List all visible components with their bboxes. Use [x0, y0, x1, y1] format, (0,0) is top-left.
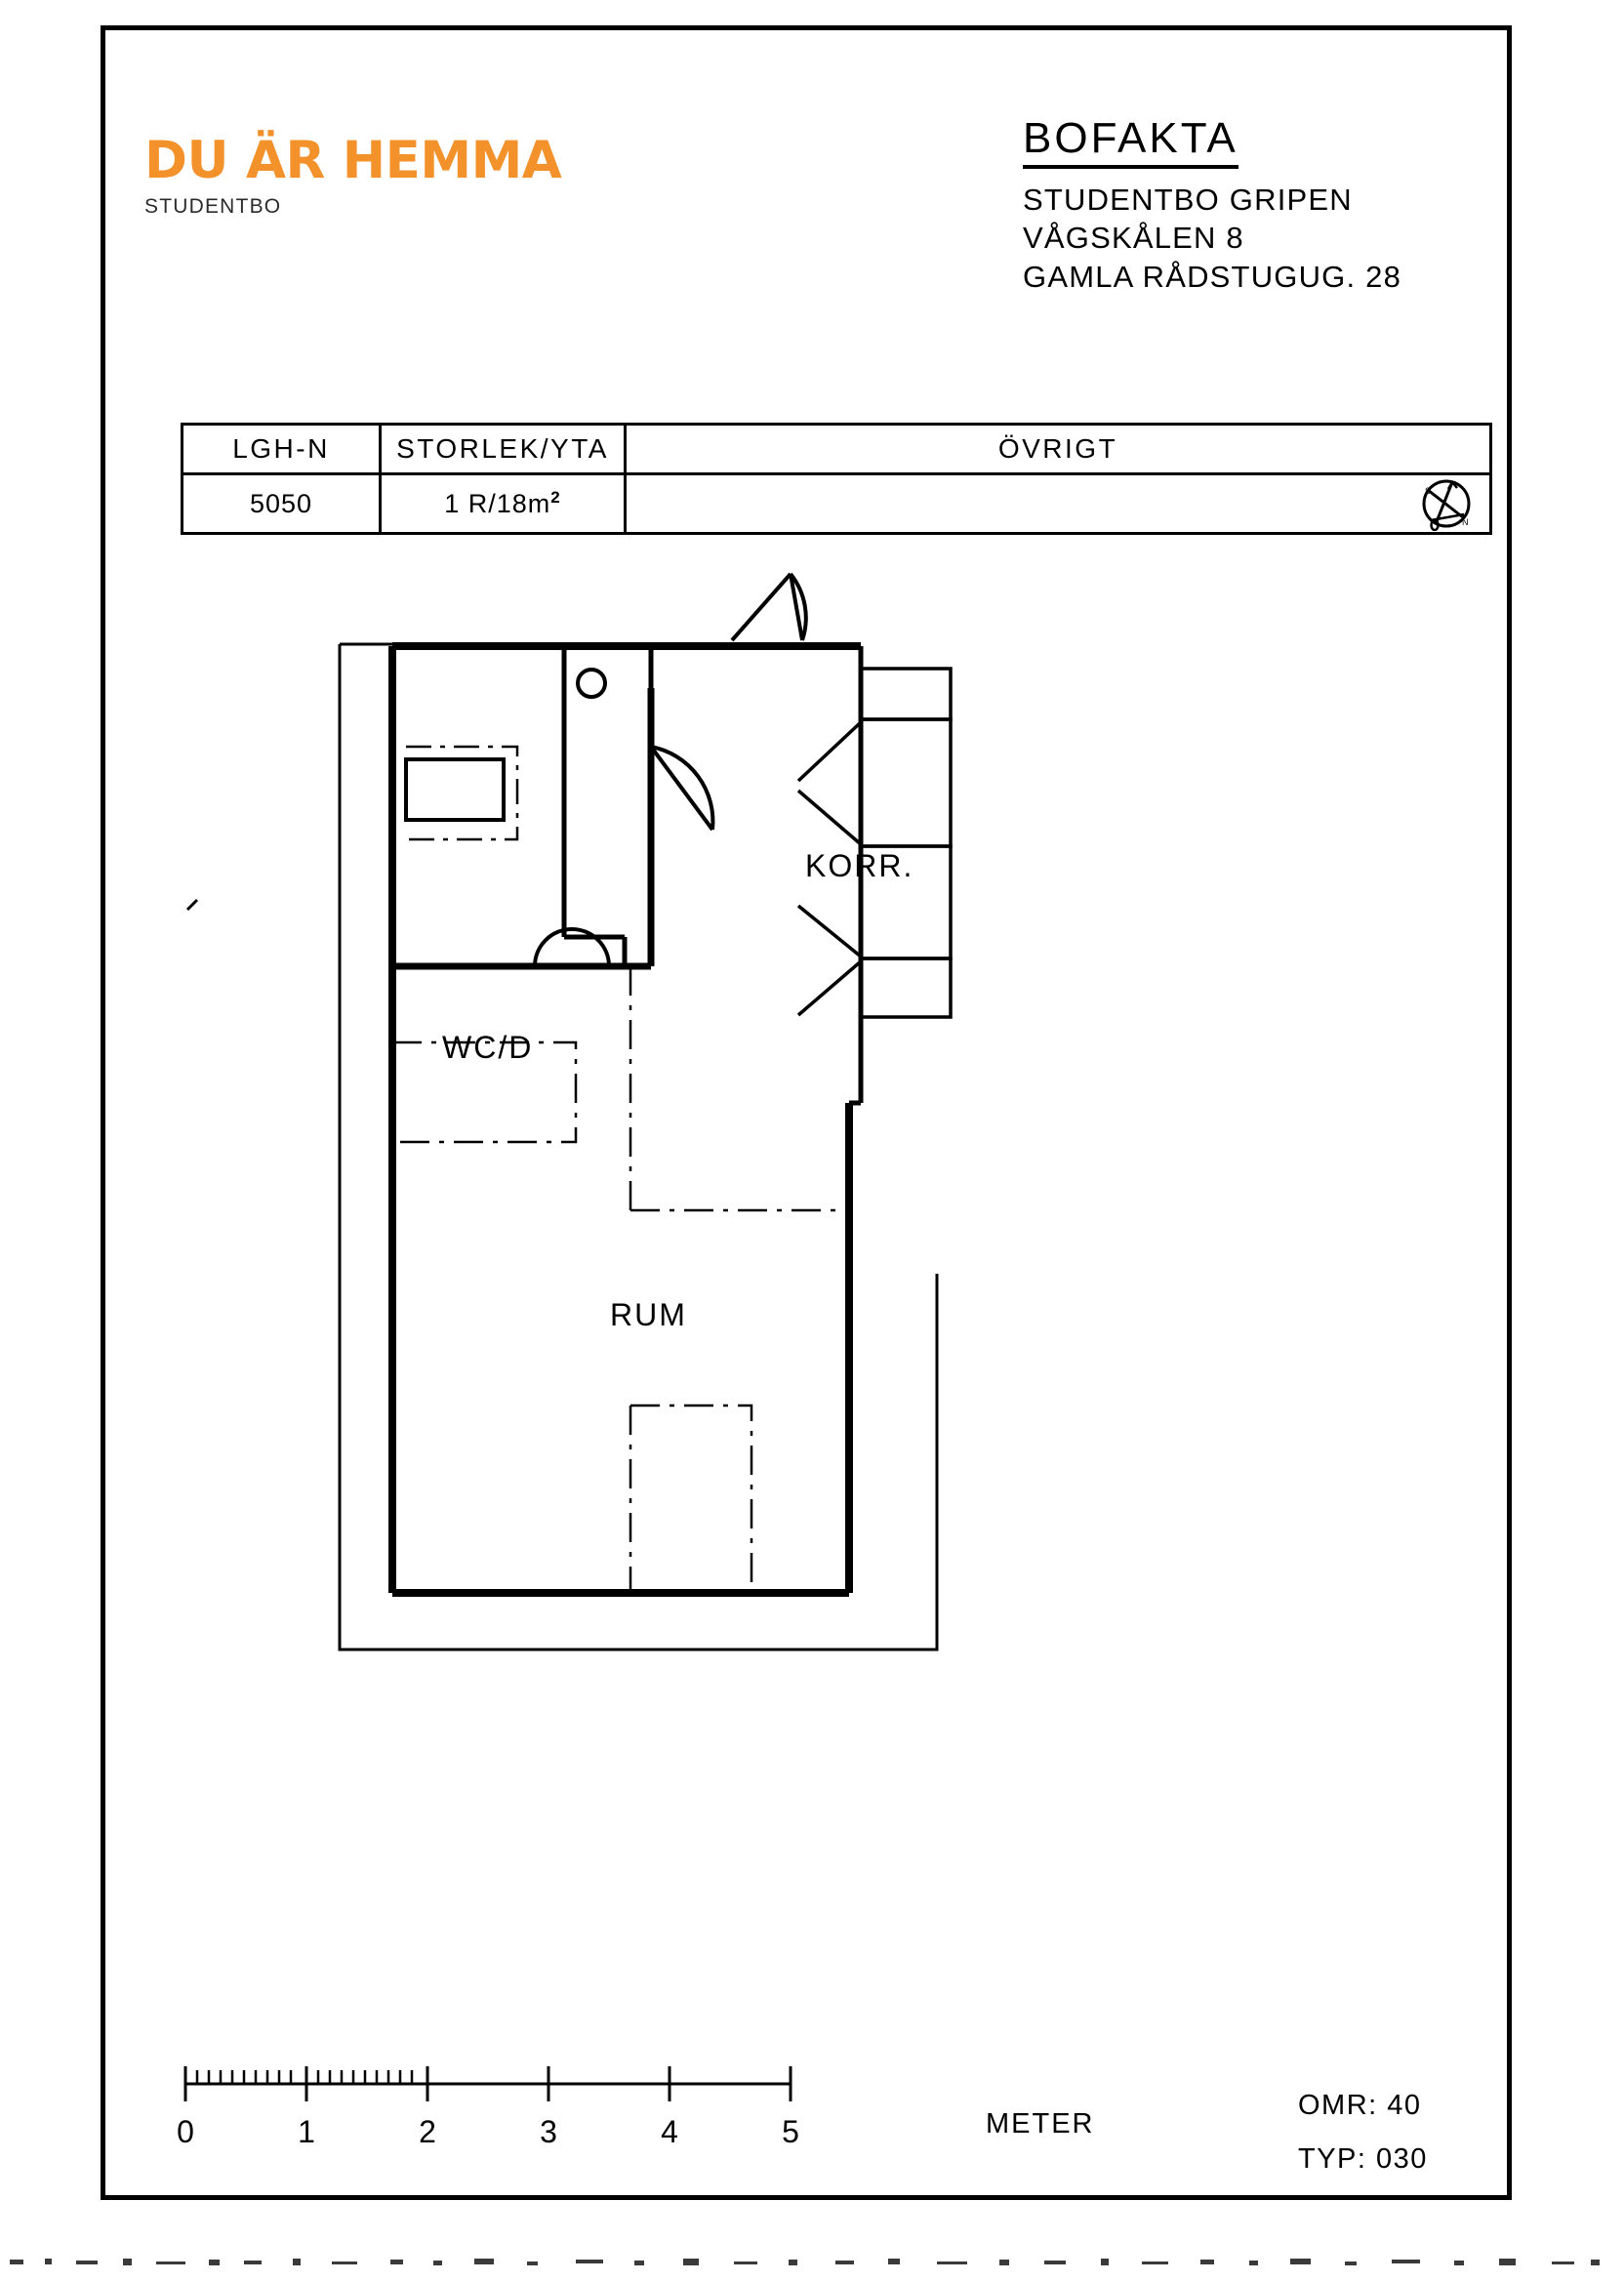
address-line-3: GAMLA RÅDSTUGUG. 28 — [1023, 259, 1402, 294]
scale-unit-label: METER — [986, 2108, 1095, 2139]
svg-text:N: N — [1462, 517, 1470, 527]
furniture-zone-bottom — [630, 1404, 753, 1593]
scan-noise-strip — [10, 2259, 1600, 2265]
ovrigt-content: S N — [627, 475, 1489, 532]
stray-tick-mark — [185, 898, 199, 912]
scale-bar: 0 1 2 3 4 5 — [177, 2066, 799, 2149]
closet-door-leaf-4 — [796, 959, 863, 1017]
bathtub-fixture — [404, 757, 506, 822]
footer-codes: OMR: 40 TYP: 030 — [1298, 2079, 1428, 2186]
header-ovrigt: ÖVRIGT — [624, 423, 1492, 475]
cell-lgh-n: 5050 — [181, 472, 382, 535]
scale-label-3: 3 — [540, 2114, 557, 2149]
label-rum: RUM — [610, 1297, 687, 1332]
cell-storlek-yta-superscript: 2 — [550, 488, 561, 507]
brand-wordmark: DU ÄR HEMMA — [144, 131, 562, 190]
omr-code: OMR: 40 — [1298, 2090, 1422, 2121]
closet-unit-bottom — [859, 957, 953, 1019]
scale-label-4: 4 — [661, 2114, 678, 2149]
entry-door-swing-arc — [789, 572, 808, 641]
apartment-info-table: LGH-N STORLEK/YTA ÖVRIGT 5050 1 R/18m2 — [181, 423, 1492, 535]
closet-door-leaf-3 — [796, 904, 863, 958]
header-storlek-yta: STORLEK/YTA — [379, 423, 627, 475]
entry-door-swing-chord — [789, 573, 804, 641]
document-header: BOFAKTA STUDENTBO GRIPEN VÅGSKÅLEN 8 GAM… — [1023, 115, 1482, 297]
header-lgh-n: LGH-N — [181, 423, 382, 475]
kitchen-counter-zone — [392, 1040, 578, 1144]
closet-unit-middle — [859, 717, 953, 848]
scale-label-0: 0 — [177, 2114, 194, 2149]
label-wc-d: WC/D — [442, 1030, 533, 1065]
cell-storlek-yta-value: 1 R/18m — [444, 489, 551, 518]
entry-door-leaf — [730, 572, 792, 642]
cell-storlek-yta: 1 R/18m2 — [379, 472, 627, 535]
scale-label-1: 1 — [298, 2114, 315, 2149]
wc-door-leaf — [649, 745, 714, 832]
address-block: STUDENTBO GRIPEN VÅGSKÅLEN 8 GAMLA RÅDST… — [1023, 181, 1482, 297]
typ-code: TYP: 030 — [1298, 2143, 1428, 2176]
address-line-1: STUDENTBO GRIPEN — [1023, 182, 1353, 217]
wc-fixture-zone — [406, 745, 519, 841]
address-line-2: VÅGSKÅLEN 8 — [1023, 221, 1244, 256]
table-row: 5050 1 R/18m2 S N — [181, 472, 1492, 535]
document-title: BOFAKTA — [1023, 115, 1238, 169]
floor-plan-drawing: KORR. WC/D RUM — [185, 572, 953, 1651]
scale-label-5: 5 — [782, 2114, 799, 2149]
label-korr: KORR. — [805, 848, 914, 883]
closet-unit-top — [859, 667, 953, 721]
wc-door-swing-arc — [650, 745, 715, 831]
cell-ovrigt: S N — [624, 472, 1492, 535]
toilet-fixture — [576, 668, 607, 699]
svg-text:S: S — [1425, 486, 1432, 496]
sheet-border — [101, 25, 1512, 2200]
washbasin-fixture — [533, 927, 611, 967]
brand-logo: DU ÄR HEMMA STUDENTBO — [144, 135, 730, 217]
compass-rose-icon: S N — [1422, 479, 1471, 531]
closet-door-leaf-1 — [796, 720, 863, 783]
brand-subtitle: STUDENTBO — [144, 195, 282, 218]
closet-door-leaf-2 — [796, 789, 863, 846]
scale-label-2: 2 — [419, 2114, 436, 2149]
outer-slab-outline — [338, 644, 939, 1651]
table-header-row: LGH-N STORLEK/YTA ÖVRIGT — [181, 423, 1492, 475]
scale-fine-hatching — [195, 2070, 414, 2084]
